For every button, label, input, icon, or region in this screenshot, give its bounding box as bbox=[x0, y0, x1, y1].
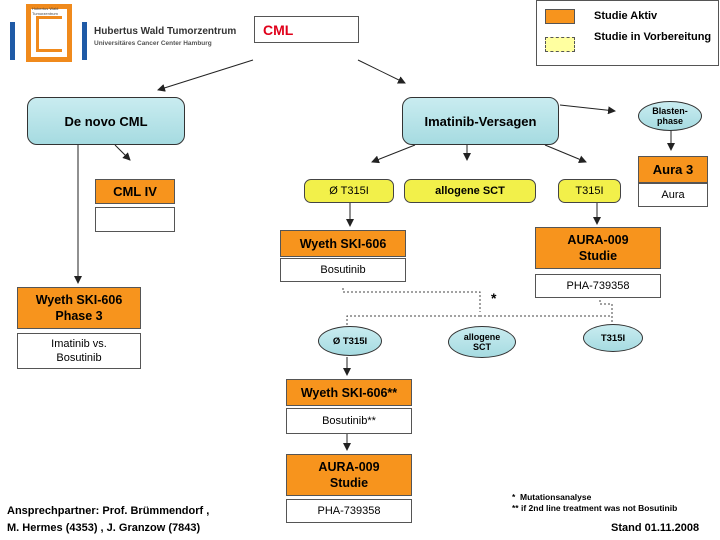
stand-date: Stand 01.11.2008 bbox=[611, 522, 700, 534]
logo-mark-text: Hubertus Wald Tumorzentrum bbox=[32, 6, 59, 16]
footnote-2: ** if 2nd line treatment was not Bosutin… bbox=[512, 503, 678, 513]
contact-line-1: Ansprechpartner: Prof. Brümmendorf , bbox=[7, 505, 210, 517]
logo-mark bbox=[26, 4, 72, 62]
wyeth1-sub: Bosutinib bbox=[280, 258, 406, 282]
logo: Hubertus Wald Tumorzentrum Hubertus Wald… bbox=[10, 4, 240, 64]
arrow-imatinib-blast bbox=[559, 104, 616, 115]
t315i-node-2: T315I bbox=[583, 324, 643, 352]
wyeth-phase3-title: Wyeth SKI-606 Phase 3 bbox=[17, 287, 141, 329]
wyeth2-title: Wyeth SKI-606** bbox=[286, 379, 412, 406]
denovo-cml-node: De novo CML bbox=[27, 97, 185, 145]
legend-label-prep: Studie in Vorbereitung bbox=[594, 31, 712, 43]
legend-label-active: Studie Aktiv bbox=[594, 10, 658, 22]
aura3-sub: Aura bbox=[638, 183, 708, 207]
dashed-mutation-lines bbox=[342, 288, 613, 326]
mutation-star: * bbox=[491, 290, 497, 306]
no-t315i-node-2: Ø T315I bbox=[318, 326, 382, 356]
logo-subtitle: Universitäres Cancer Center Hamburg bbox=[94, 40, 212, 47]
contact-line-2: M. Hermes (4353) , J. Granzow (7843) bbox=[7, 522, 201, 534]
legend: Studie Aktiv Studie in Vorbereitung bbox=[536, 0, 719, 66]
arrow-imatinib-t315i bbox=[544, 144, 587, 164]
cml4-sub bbox=[95, 207, 175, 232]
logo-mark-inner bbox=[36, 16, 62, 52]
allogene-sct-node-2: allogene SCT bbox=[448, 326, 516, 358]
footnote-1: * Mutationsanalyse bbox=[512, 492, 592, 502]
arrow-imatinib-no-t315i bbox=[371, 144, 416, 164]
wyeth2-sub: Bosutinib** bbox=[286, 408, 412, 434]
logo-bar-right bbox=[82, 22, 87, 60]
t315i-node: T315I bbox=[558, 179, 621, 203]
allogene-sct-node: allogene SCT bbox=[404, 179, 536, 203]
wyeth-phase3-sub: Imatinib vs. Bosutinib bbox=[17, 333, 141, 369]
logo-bar-left bbox=[10, 22, 15, 60]
legend-swatch-active bbox=[545, 9, 575, 24]
arrow-cml-denovo bbox=[157, 59, 254, 92]
cml-root-label: CML bbox=[263, 21, 294, 38]
imatinib-failure-node: Imatinib-Versagen bbox=[402, 97, 559, 145]
cml-root-box: CML bbox=[254, 16, 359, 43]
aura009b-title: AURA-009 Studie bbox=[286, 454, 412, 496]
blast-phase-node: Blasten-phase bbox=[638, 101, 702, 131]
aura3-title: Aura 3 bbox=[638, 156, 708, 183]
aura009a-title: AURA-009 Studie bbox=[535, 227, 661, 269]
logo-title: Hubertus Wald Tumorzentrum bbox=[94, 26, 237, 37]
aura009a-sub: PHA-739358 bbox=[535, 274, 661, 298]
cml4-title: CML IV bbox=[95, 179, 175, 204]
arrow-denovo-cml4 bbox=[114, 144, 131, 161]
arrow-cml-imatinib bbox=[357, 59, 406, 84]
aura009b-sub: PHA-739358 bbox=[286, 499, 412, 523]
wyeth1-title: Wyeth SKI-606 bbox=[280, 230, 406, 257]
legend-swatch-prep bbox=[545, 37, 575, 52]
no-t315i-node: Ø T315I bbox=[304, 179, 394, 203]
